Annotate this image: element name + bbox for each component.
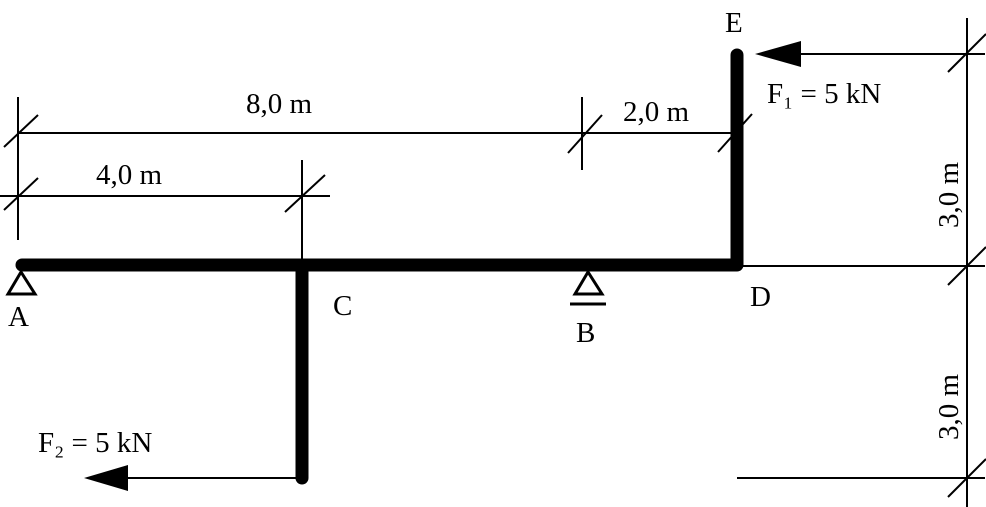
dim-label-3m-lower: 3,0 m bbox=[933, 374, 965, 441]
dim-label-2m: 2,0 m bbox=[623, 96, 690, 128]
dimension-lines bbox=[0, 18, 986, 507]
support-b-icon bbox=[570, 269, 606, 306]
point-label-e: E bbox=[725, 7, 743, 39]
dim-label-4m: 4,0 m bbox=[96, 159, 163, 191]
load-label-f1: F₁ = 5 kN bbox=[767, 78, 881, 110]
structure bbox=[15, 48, 744, 485]
beam-a-d-e bbox=[15, 48, 744, 272]
point-label-d: D bbox=[750, 281, 771, 313]
f2-arrowhead-icon bbox=[84, 465, 128, 491]
point-label-b: B bbox=[576, 317, 595, 349]
dim-label-8m: 8,0 m bbox=[246, 88, 313, 120]
load-label-f2: F₂ = 5 kN bbox=[38, 427, 152, 459]
point-label-a: A bbox=[8, 301, 29, 333]
dim-label-3m-upper: 3,0 m bbox=[933, 162, 965, 229]
f1-arrowhead-icon bbox=[755, 41, 801, 67]
point-label-c: C bbox=[333, 290, 352, 322]
support-a-icon bbox=[5, 269, 38, 296]
